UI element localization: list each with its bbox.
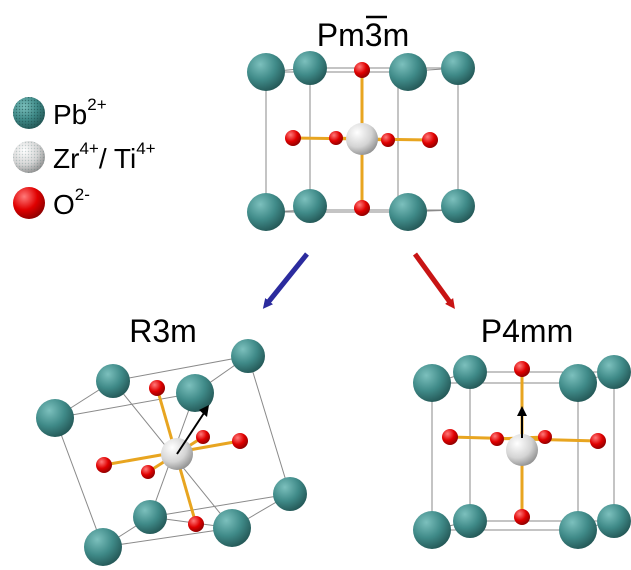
pb-atom-swatch-texture (13, 97, 45, 129)
legend-item-o: O2- (13, 185, 90, 220)
pb-atom (133, 500, 167, 534)
o-atom (490, 432, 504, 446)
pb-atom (247, 193, 285, 231)
pb-atom (389, 193, 427, 231)
o-atom-swatch (13, 187, 45, 219)
o-atom (188, 516, 204, 532)
legend: Pb2+ Zr4+/ Ti4+ O2- (13, 95, 156, 220)
o-atom (354, 200, 370, 216)
o-atom (285, 130, 301, 146)
cubic-unit-cell (247, 51, 475, 231)
pb-atom (176, 374, 214, 412)
tetragonal-phase-title: P4mm (481, 313, 573, 349)
pb-atom (389, 53, 427, 91)
pb-atom (597, 355, 631, 389)
legend-item-zr-ti: Zr4+/ Ti4+ (13, 139, 156, 174)
rhombohedral-polarization-arrow (176, 409, 207, 455)
pb-atom (413, 511, 451, 549)
tetragonal-polarization-arrowhead (517, 406, 527, 416)
rhombohedral-atoms (36, 339, 307, 566)
tetragonal-unit-cell (413, 355, 631, 549)
o-atom (96, 457, 112, 473)
pb-atom (293, 189, 327, 223)
zr-ti-atom-swatch-texture (13, 141, 45, 173)
o-atom (422, 132, 438, 148)
o-atom (232, 433, 248, 449)
pb-atom (293, 51, 327, 85)
cubic-phase-title: Pm3m (317, 17, 409, 53)
o-atom (590, 433, 606, 449)
transition-arrow-to-rhombohedral (262, 252, 309, 309)
o-atom (442, 429, 458, 445)
zr-ti-atom (506, 434, 538, 466)
pb-atom (413, 364, 451, 402)
cubic-atoms (247, 51, 475, 231)
pb-atom (559, 511, 597, 549)
legend-pb-label: Pb2+ (53, 95, 107, 130)
pb-atom (559, 364, 597, 402)
o-atom (381, 133, 395, 147)
pb-atom (231, 339, 265, 373)
pb-atom (213, 509, 251, 547)
pb-atom (84, 528, 122, 566)
rhombohedral-polarization-arrowhead (199, 405, 209, 417)
o-atom (514, 509, 530, 525)
o-atom (354, 62, 370, 78)
pb-atom (441, 51, 475, 85)
pb-atom (597, 504, 631, 538)
pb-atom (441, 189, 475, 223)
o-atom (149, 380, 165, 396)
tetragonal-atoms (413, 355, 631, 549)
legend-item-pb: Pb2+ (13, 95, 107, 130)
pb-atom (96, 364, 130, 398)
pb-atom (36, 399, 74, 437)
pb-atom (453, 504, 487, 538)
o-atom (329, 131, 343, 145)
legend-zr-ti-label: Zr4+/ Ti4+ (53, 139, 156, 174)
o-atom (514, 361, 530, 377)
rhombohedral-phase-title: R3m (129, 313, 197, 349)
legend-o-label: O2- (53, 185, 90, 220)
transition-arrow-to-tetragonal (412, 252, 455, 310)
rhombohedral-unit-cell (36, 339, 307, 566)
pb-atom (453, 355, 487, 389)
zr-ti-atom (346, 123, 378, 155)
o-atom (538, 430, 552, 444)
pb-atom (247, 53, 285, 91)
o-atom (196, 430, 210, 444)
pb-atom (273, 477, 307, 511)
o-atom (141, 465, 155, 479)
